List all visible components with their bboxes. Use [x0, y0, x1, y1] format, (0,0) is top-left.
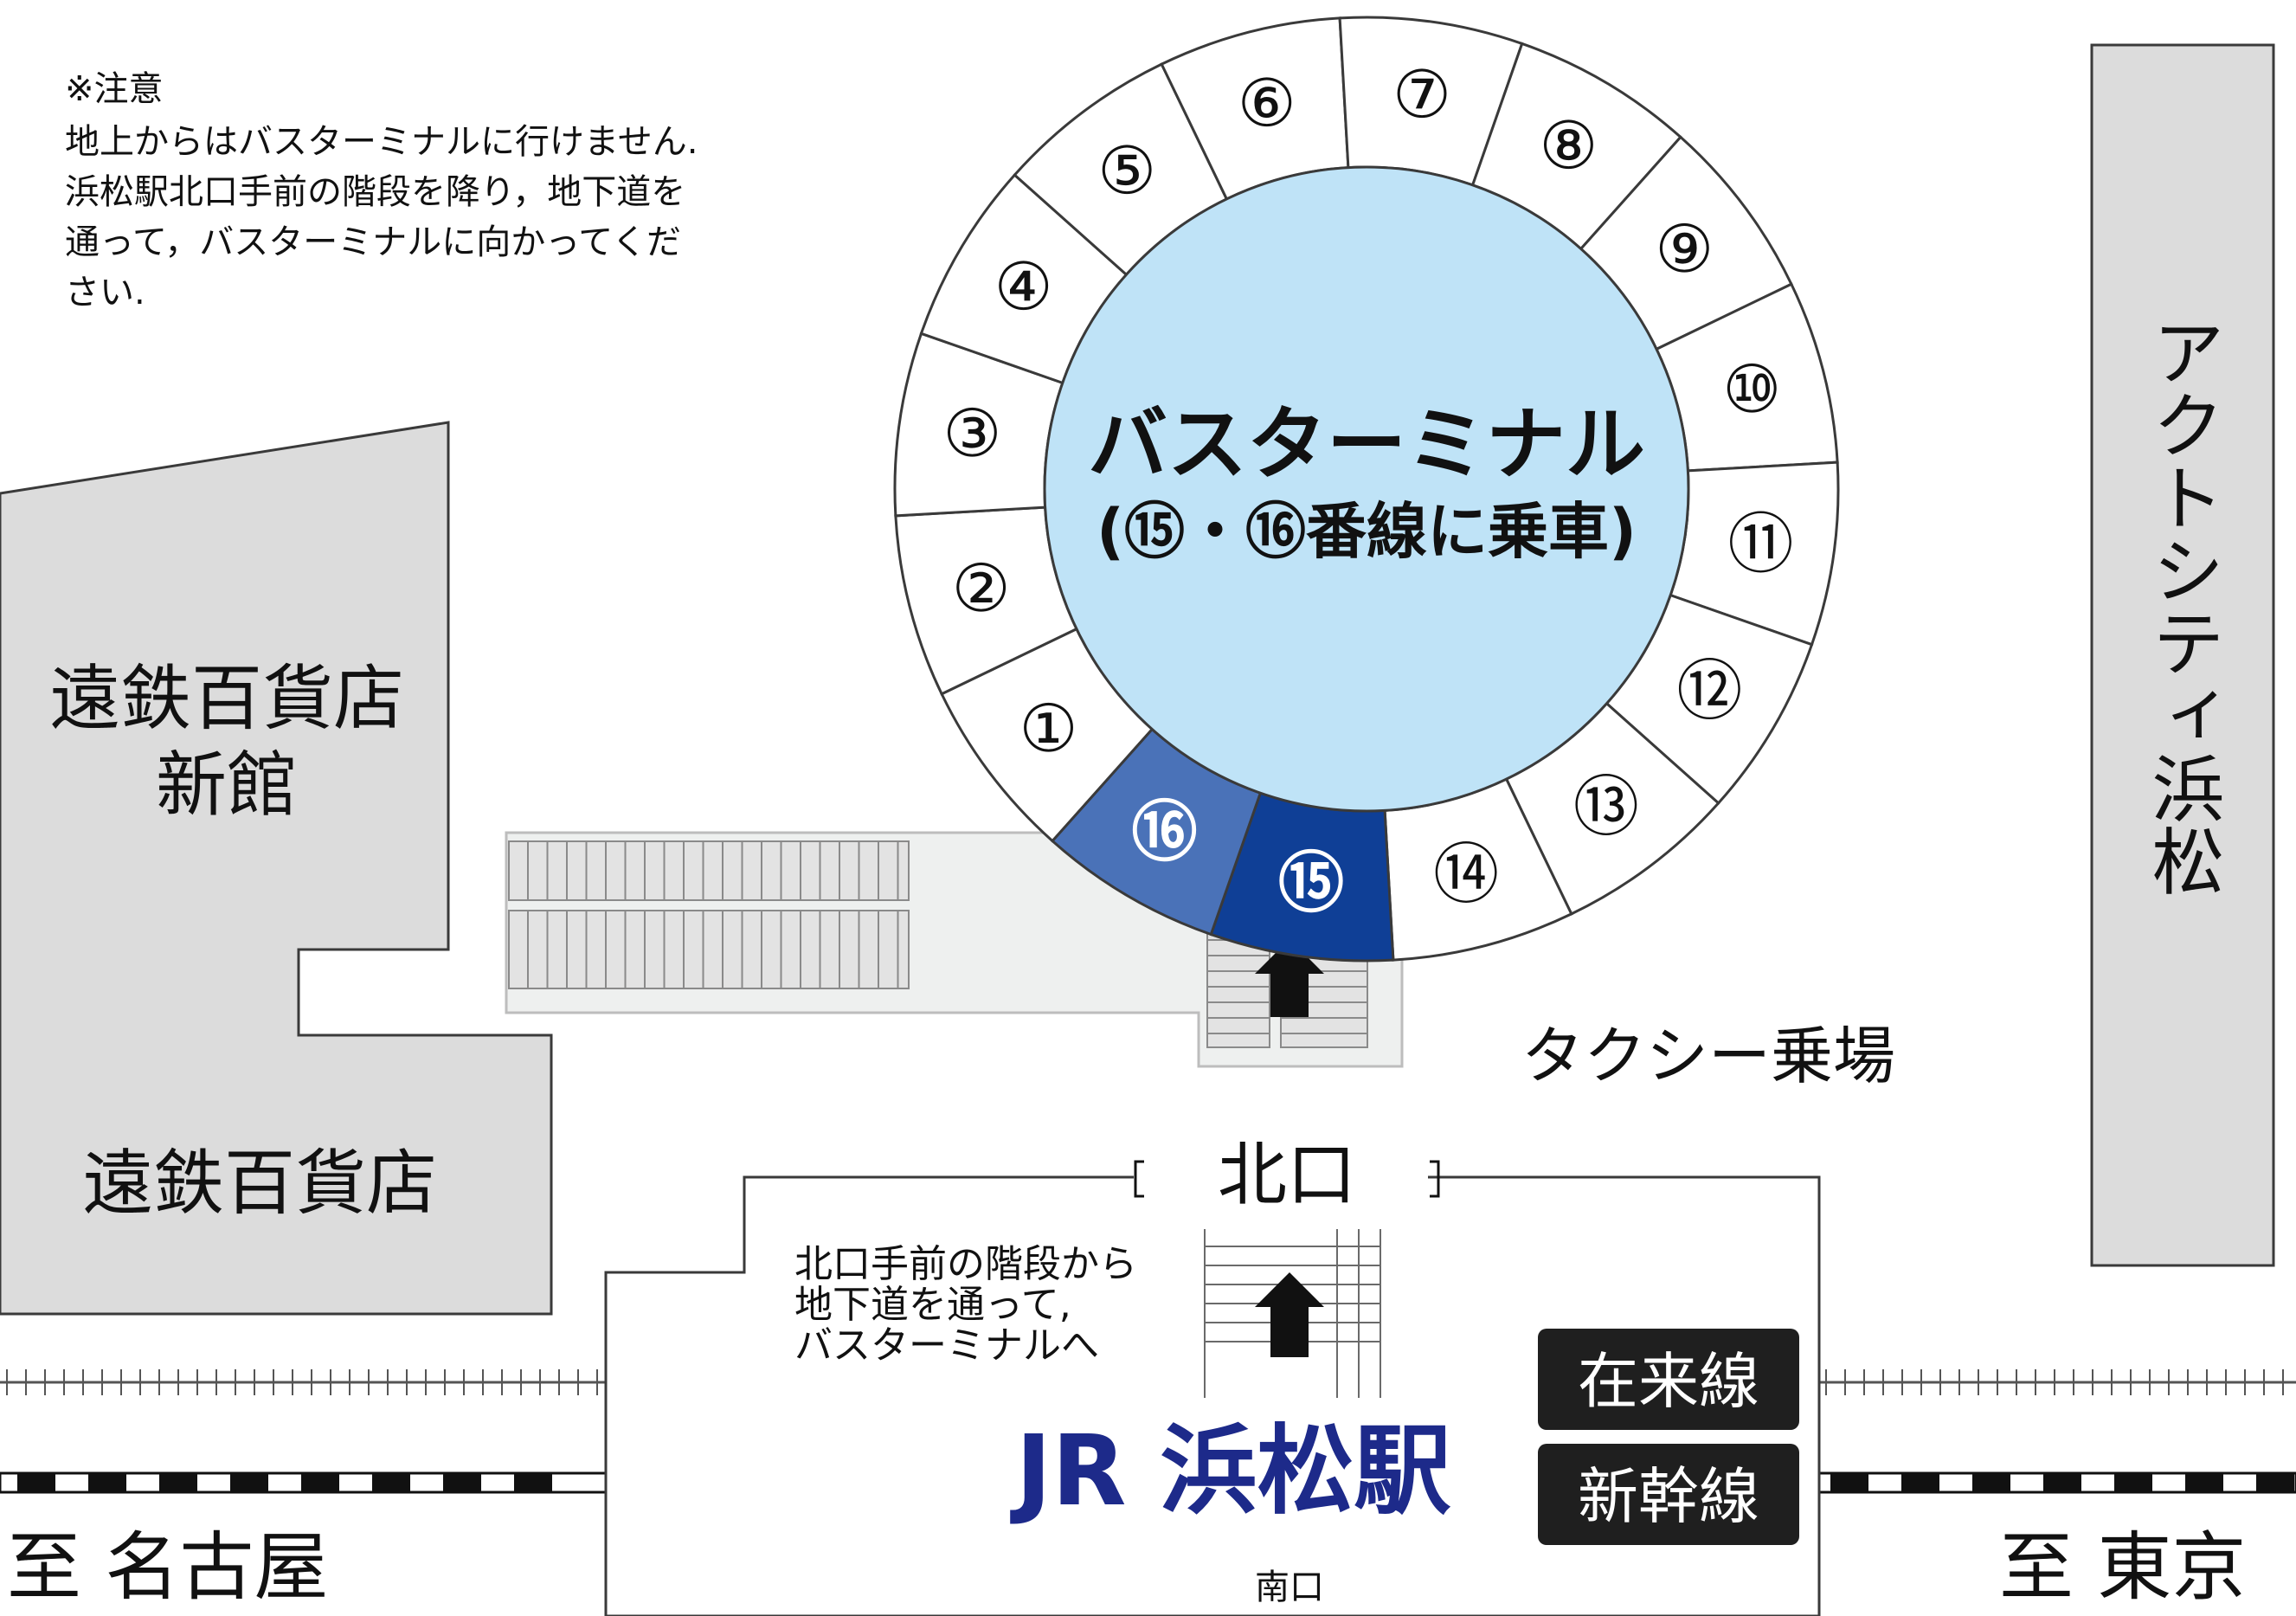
north-exit-gap	[1134, 1143, 1428, 1212]
platform-number: ⑦	[1392, 55, 1451, 132]
station-name: JR 浜松駅	[1010, 1415, 1451, 1528]
act-city-label: アクトシティ浜松	[2140, 315, 2225, 897]
platform-number: ⑧	[1539, 107, 1598, 184]
entetsu-main-label: 遠鉄百貨店	[82, 1143, 437, 1225]
notice-line-1: 地上からはバスターミナルに行けません.	[65, 122, 698, 162]
passage-step-lines	[527, 841, 899, 988]
notice-line-4: さい.	[65, 273, 145, 312]
taxi-stand-label: タクシー乗場	[1521, 1020, 1895, 1092]
platform-number: ⑭	[1433, 835, 1499, 912]
platform-number: ⑫	[1676, 652, 1742, 729]
station-up-arrow-icon	[1255, 1272, 1324, 1357]
station-outline	[604, 1175, 1821, 1616]
notice-line-2: 浜松駅北口手前の階段を降り，地下道を	[65, 172, 685, 212]
terminal-center	[1043, 165, 1690, 813]
shinkansen-label: 新幹線	[1578, 1461, 1759, 1532]
platform-number: ②	[952, 550, 1011, 627]
platform-number: ③	[942, 395, 1001, 472]
guide-line-1: 北口手前の階段から	[794, 1242, 1137, 1286]
platform-number: ⑩	[1722, 351, 1781, 428]
platform-number: ⑪	[1728, 505, 1794, 583]
direction-nagoya: 至 名古屋	[7, 1524, 328, 1611]
platform-number: ⑨	[1655, 210, 1714, 287]
north-exit-bracket-left	[1134, 1160, 1144, 1198]
entetsu-department-store: 遠鉄百貨店 新館 遠鉄百貨店	[0, 421, 553, 1316]
platform-number: ⑮	[1278, 845, 1344, 922]
conventional-line-badge	[1538, 1329, 1799, 1430]
shinkansen-dashes	[17, 1473, 2294, 1492]
direction-tokyo: 至 東京	[1999, 1524, 2246, 1611]
act-city-shape	[2090, 43, 2275, 1267]
up-arrow-icon	[1255, 939, 1324, 1017]
platform-number: ①	[1019, 690, 1078, 767]
entetsu-annex-label-1: 遠鉄百貨店	[49, 658, 404, 740]
platform-number: ⑤	[1097, 132, 1156, 209]
platform-number: ⑬	[1573, 768, 1639, 845]
guide-line-2: 地下道を通って,	[794, 1283, 1071, 1327]
platform-number: ⑯	[1132, 793, 1198, 870]
entetsu-annex-label-2: 新館	[156, 744, 298, 827]
notice-line-3: 通って，バスターミナルに向かってくだ	[65, 222, 681, 262]
stair-block-upper	[508, 840, 910, 901]
guide-line-3: バスターミナルへ	[794, 1323, 1099, 1368]
entetsu-building-shape	[0, 421, 553, 1316]
act-city-building: アクトシティ浜松	[2090, 43, 2275, 1267]
notice-block: ※注意 地上からはバスターミナルに行けません. 浜松駅北口手前の階段を降り，地下…	[65, 69, 698, 312]
bus-terminal-subtitle: (⑮・⑯番線に乗車)	[1097, 496, 1637, 567]
platform-number: ④	[994, 248, 1053, 325]
railway	[0, 1369, 2296, 1494]
shinkansen-badge	[1538, 1444, 1799, 1545]
conventional-line-label: 在来線	[1578, 1346, 1759, 1417]
bus-terminal-title: バスターミナル	[1088, 398, 1645, 491]
north-exit-bracket-right	[1430, 1160, 1440, 1198]
north-exit-label: 北口	[1218, 1135, 1356, 1215]
stair-block-lower	[508, 910, 910, 989]
track-ties	[6, 1369, 2284, 1395]
platform-number: ⑥	[1238, 65, 1296, 142]
notice-title: ※注意	[65, 69, 164, 109]
south-exit-label: 南口	[1255, 1568, 1324, 1607]
jr-hamamatsu-station: 北口 北口手前の階段から 地下道を通って, バスターミナルへ JR 浜松駅 南口…	[604, 1135, 1821, 1616]
